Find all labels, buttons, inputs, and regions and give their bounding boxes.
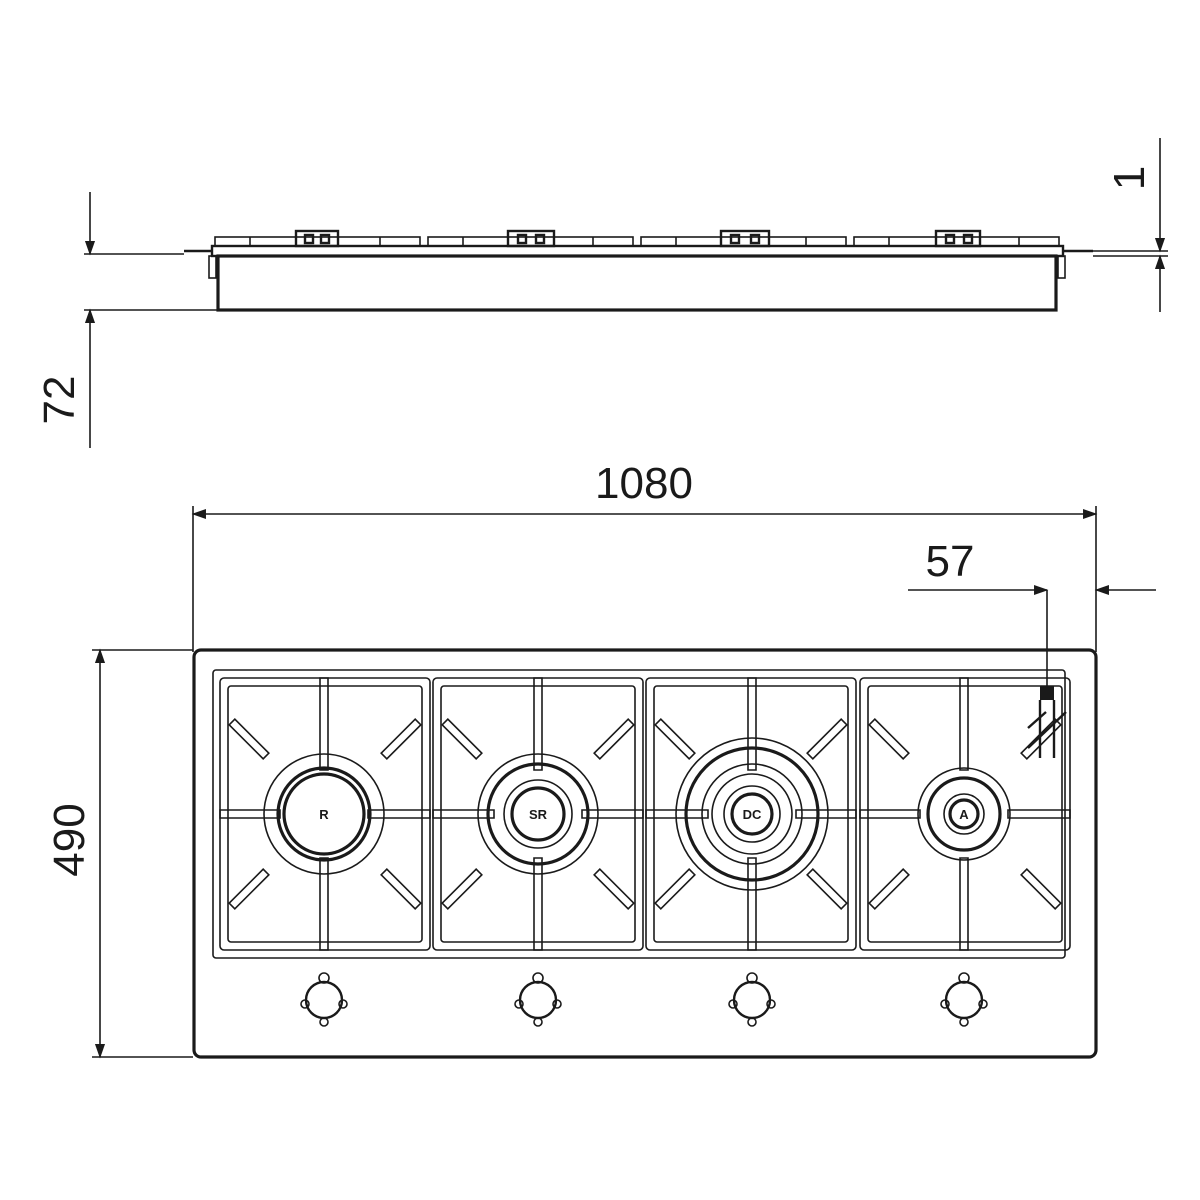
grate-arm xyxy=(654,718,696,760)
dimension-width: 1080 xyxy=(191,459,1098,652)
dimension-depth: 490 xyxy=(45,648,193,1059)
grate-arm xyxy=(1020,718,1062,760)
dimension-connector-offset: 57 xyxy=(908,537,1156,690)
grate-arm xyxy=(859,809,921,819)
gas-connector xyxy=(1027,686,1067,758)
control-knobs xyxy=(300,972,988,1027)
grate-arm xyxy=(959,677,969,771)
side-view-body xyxy=(216,254,1058,312)
control-knob[interactable] xyxy=(300,972,348,1027)
grates xyxy=(219,677,1071,951)
thickness-dimension-label: 1 xyxy=(1105,166,1154,190)
grate-arm xyxy=(441,718,483,760)
burner-a: A xyxy=(917,767,1011,861)
burner-label: SR xyxy=(529,807,548,822)
dimension-thickness: 1 xyxy=(1105,138,1166,312)
side-view xyxy=(84,229,1168,312)
grate-arm xyxy=(228,868,270,910)
grate-4 xyxy=(859,677,1071,951)
height-dimension-label: 72 xyxy=(35,376,84,425)
width-dimension-label: 1080 xyxy=(595,459,693,508)
grate-arm xyxy=(219,809,281,819)
grate-arm xyxy=(747,857,757,951)
grate-arm xyxy=(581,809,644,819)
grate-arm xyxy=(654,868,696,910)
burner-label: R xyxy=(319,807,329,822)
grate-arm xyxy=(806,868,848,910)
grate-arm xyxy=(795,809,857,819)
burner-label: DC xyxy=(743,807,762,822)
hob-outline xyxy=(192,648,1098,1059)
grate-arm xyxy=(319,857,329,951)
burner-label: A xyxy=(959,807,969,822)
grate-arm xyxy=(868,868,910,910)
grate-1 xyxy=(219,677,431,951)
dimension-height: 72 xyxy=(35,192,96,448)
grate-arm xyxy=(645,809,709,819)
depth-dimension-label: 490 xyxy=(45,803,94,876)
top-view: R SR DC A xyxy=(192,648,1098,1059)
hob-inner-outline xyxy=(212,669,1066,959)
burners: R SR DC A xyxy=(263,737,1011,891)
grate-arm xyxy=(432,809,495,819)
burner-dc: DC xyxy=(675,737,829,891)
grate-arm xyxy=(806,718,848,760)
connector-offset-label: 57 xyxy=(926,537,975,586)
burner-r: R xyxy=(263,753,385,875)
grate-arm xyxy=(747,677,757,771)
grate-2 xyxy=(432,677,644,951)
grate-arm xyxy=(441,868,483,910)
side-view-grates xyxy=(214,236,1060,247)
burner-sr: SR xyxy=(477,753,599,875)
control-knob[interactable] xyxy=(728,972,776,1027)
grate-arm xyxy=(380,718,422,760)
control-knob[interactable] xyxy=(514,972,562,1027)
grate-arm xyxy=(367,809,431,819)
grate-3 xyxy=(645,677,857,951)
grate-arm xyxy=(533,857,543,951)
grate-arm xyxy=(593,868,635,910)
grate-arm xyxy=(319,677,329,771)
grate-arm xyxy=(533,677,543,771)
grate-arm xyxy=(959,857,969,951)
grate-arm xyxy=(228,718,270,760)
side-view-burner-caps xyxy=(294,229,982,248)
grate-arm xyxy=(380,868,422,910)
grate-arm xyxy=(1007,809,1071,819)
grate-arm xyxy=(1020,868,1062,910)
grate-arm xyxy=(593,718,635,760)
grate-arm xyxy=(868,718,910,760)
control-knob[interactable] xyxy=(940,972,988,1027)
